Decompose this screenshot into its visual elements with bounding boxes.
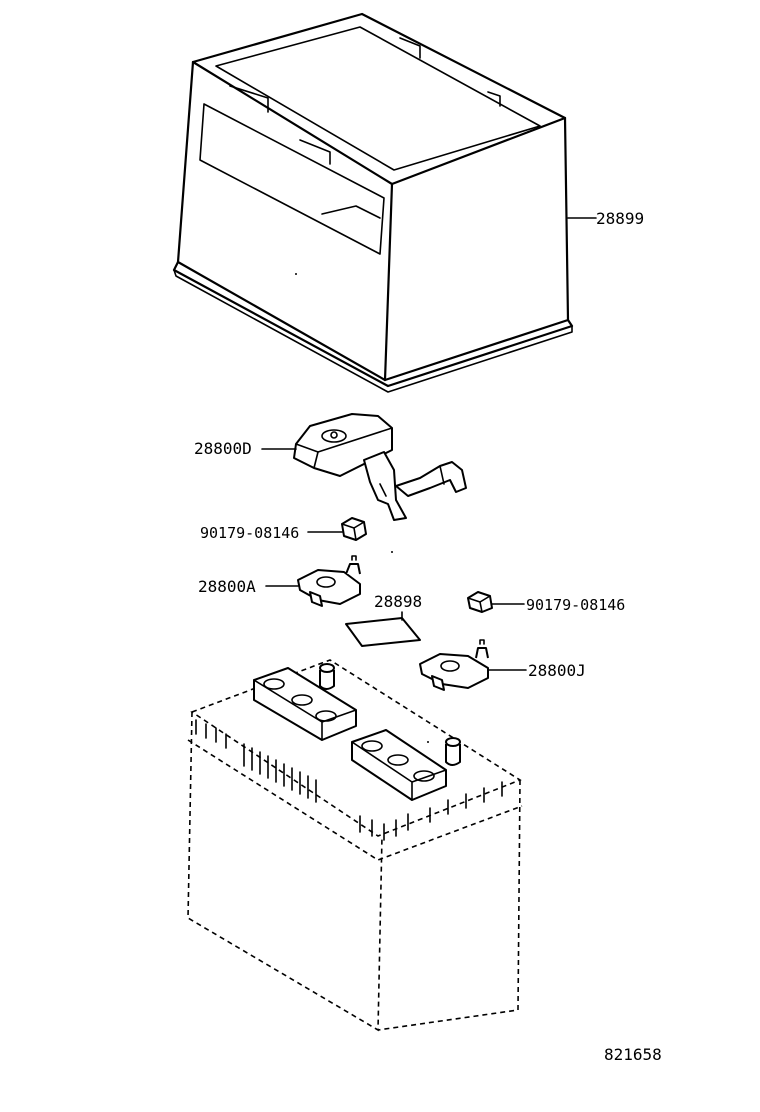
label-nut-right: 90179-08146 (526, 596, 626, 614)
plate (345, 617, 421, 647)
battery-tray (172, 12, 574, 393)
label-nut-left: 90179-08146 (200, 524, 300, 542)
dot-mark (427, 741, 429, 743)
terminal-cover (293, 413, 467, 521)
nut-right (467, 591, 493, 613)
clamp-negative (297, 555, 361, 607)
battery (187, 659, 523, 1032)
dot-mark (295, 273, 297, 275)
dot-mark (391, 551, 393, 553)
figure-number: 821658 (604, 1045, 662, 1064)
label-clamp-positive: 28800J (528, 661, 586, 680)
label-clamp-negative: 28800A (198, 577, 256, 596)
label-plate: 28898 (374, 592, 423, 611)
nut-left (341, 517, 367, 541)
label-tray: 28899 (596, 209, 645, 228)
clamp-positive (419, 639, 489, 691)
label-cover: 28800D (194, 439, 252, 458)
